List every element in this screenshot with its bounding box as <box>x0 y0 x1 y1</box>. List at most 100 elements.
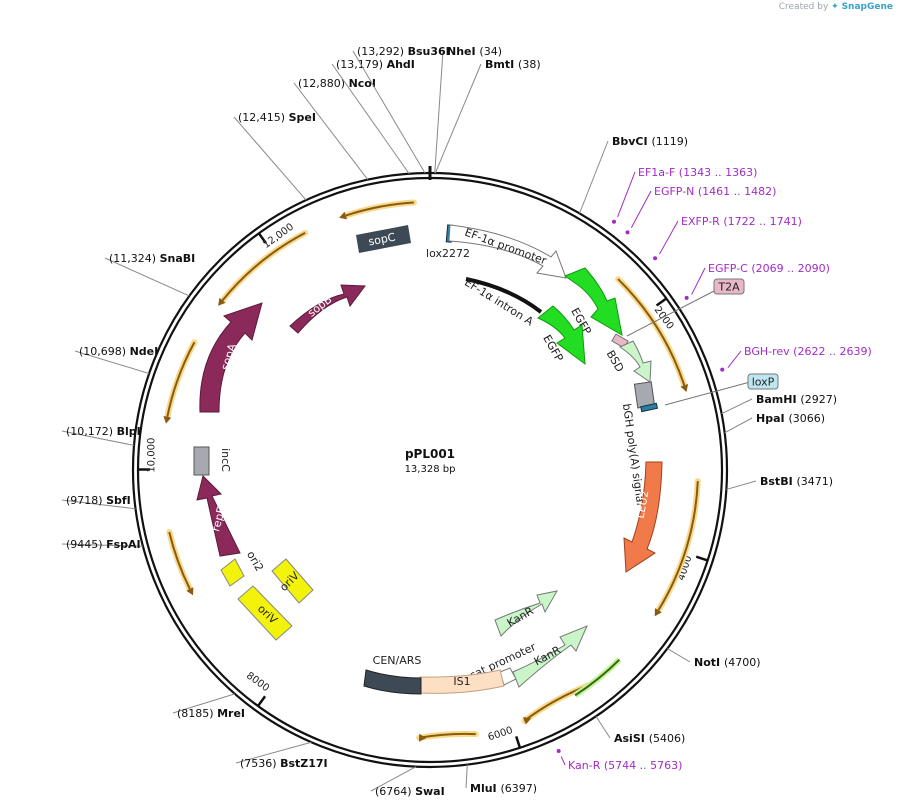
leu2-feature[interactable] <box>623 461 663 573</box>
site-leader <box>370 766 417 792</box>
bsd-feature[interactable] <box>618 340 652 383</box>
tick-mark <box>257 232 267 244</box>
orf-arc-head <box>218 297 226 306</box>
orf-arc[interactable] <box>221 231 306 301</box>
kanr-label-2: KanR <box>532 643 563 668</box>
incC-label: incC <box>219 448 232 472</box>
site-leader <box>667 648 691 663</box>
primer-label-kan-r[interactable]: Kan-R (5744 .. 5763) <box>568 759 682 772</box>
site-leader <box>235 741 312 764</box>
site-label-swai[interactable]: (6764) SwaI <box>375 785 445 798</box>
orf-arc[interactable] <box>617 278 686 386</box>
sopC-feature[interactable] <box>356 225 411 253</box>
orf-arc-glow <box>164 339 198 420</box>
site-label-bsu36i[interactable]: (13,292) Bsu36I <box>357 45 450 58</box>
site-label-ndei[interactable]: (10,698) NdeI <box>79 345 158 358</box>
site-label-snabi[interactable]: (11,324) SnaBI <box>109 252 195 265</box>
oriV-feature-1[interactable] <box>237 585 293 641</box>
orf-arc[interactable] <box>345 201 414 217</box>
primer-marker <box>556 748 561 753</box>
orf-arc[interactable] <box>657 481 699 611</box>
tick-mark <box>257 695 267 707</box>
site-leader <box>352 50 426 174</box>
primer-label-exfp-r[interactable]: EXFP-R (1722 .. 1741) <box>681 215 802 228</box>
orf-arc-glow <box>655 478 701 614</box>
orf-arc-head <box>163 415 172 424</box>
lox2272-label: lox2272 <box>426 247 470 260</box>
is1-feature[interactable] <box>419 669 505 694</box>
leu2-label: LEU2 <box>634 489 652 519</box>
ef1a-intron-feature[interactable] <box>465 277 543 314</box>
boxed-label-t2a[interactable] <box>713 278 745 295</box>
sopB-feature[interactable] <box>289 284 366 334</box>
loxp-feature[interactable] <box>640 402 659 413</box>
site-label-noti[interactable]: NotI (4700) <box>694 656 761 669</box>
ori2-feature[interactable] <box>220 558 245 587</box>
site-leader <box>434 63 482 174</box>
site-label-bstz17i[interactable]: (7536) BstZ17I <box>240 757 328 770</box>
repE-label: repE <box>209 505 228 533</box>
primer-marker <box>611 219 616 224</box>
egfp-feature-2[interactable] <box>537 305 586 366</box>
primer-leader <box>727 350 742 368</box>
orf-arc[interactable] <box>574 658 621 697</box>
primer-label-egfp-c[interactable]: EGFP-C (2069 .. 2090) <box>708 262 830 275</box>
primer-label-bgh-rev[interactable]: BGH-rev (2622 .. 2639) <box>744 345 872 358</box>
primer-label-egfp-n[interactable]: EGFP-N (1461 .. 1482) <box>654 185 776 198</box>
plasmid-name: pPL001 <box>405 447 455 461</box>
tick-mark <box>695 555 709 562</box>
site-label-bstbi[interactable]: BstBI (3471) <box>760 475 833 488</box>
site-label-mlui[interactable]: MluI (6397) <box>470 782 537 795</box>
credit-brand: SnapGene <box>841 2 893 12</box>
kanr-feature-2[interactable] <box>512 625 588 688</box>
orf-arc[interactable] <box>168 531 191 590</box>
site-label-ahdi[interactable]: (13,179) AhdI <box>336 58 415 71</box>
orf-arc-glow <box>342 199 417 219</box>
tick-mark <box>655 297 668 307</box>
orf-arc[interactable] <box>166 341 196 417</box>
oriV-feature-2[interactable] <box>271 558 314 604</box>
cen-ars-label: CEN/ARS <box>373 654 422 667</box>
site-label-ncoi[interactable]: (12,880) NcoI <box>298 77 376 90</box>
orf-arc-head <box>654 608 662 617</box>
sopB-label: sopB <box>305 293 334 320</box>
site-label-mrei[interactable]: (8185) MreI <box>177 707 245 720</box>
kanr-feature-1[interactable] <box>494 590 558 637</box>
site-label-bamhi[interactable]: BamHI (2927) <box>756 393 837 406</box>
boxed-label-loxp[interactable] <box>747 373 779 390</box>
ef1a-promoter-label: EF-1α promoter <box>463 226 549 268</box>
incC-feature[interactable] <box>193 446 210 476</box>
site-leader <box>104 257 190 297</box>
site-label-spei[interactable]: (12,415) SpeI <box>238 111 316 124</box>
tick-mark <box>515 736 522 749</box>
plasmid-length: 13,328 bp <box>405 464 456 475</box>
cen-ars-feature[interactable] <box>363 669 422 695</box>
sopC-label: sopC <box>367 230 396 248</box>
site-label-asisi[interactable]: AsiSI (5406) <box>614 732 685 745</box>
site-label-blpi[interactable]: (10,172) BlpI <box>66 425 141 438</box>
site-label-fspai[interactable]: (9445) FspAI <box>66 538 141 551</box>
site-label-hpai[interactable]: HpaI (3066) <box>756 412 825 425</box>
site-leader <box>233 116 307 201</box>
site-label-nhei[interactable]: NheI (34) <box>447 45 502 58</box>
site-label-sbfi[interactable]: (9718) SbfI <box>66 494 131 507</box>
site-label-bmti[interactable]: BmtI (38) <box>485 58 541 71</box>
repE-feature[interactable] <box>196 475 241 557</box>
site-leader <box>61 499 136 510</box>
primer-leader <box>617 171 636 218</box>
primer-label-ef1a-f[interactable]: EF1a-F (1343 .. 1363) <box>638 166 757 179</box>
primer-leader <box>659 220 679 255</box>
boxed-label-text: T2A <box>717 281 740 294</box>
site-leader <box>331 63 410 175</box>
site-leader <box>726 480 757 490</box>
primer-leader <box>691 267 706 295</box>
sopA-feature[interactable] <box>199 302 263 413</box>
site-label-bbvci[interactable]: BbvCI (1119) <box>612 135 688 148</box>
ef1a-promoter-feature[interactable] <box>448 224 567 279</box>
site-leader <box>61 430 135 446</box>
site-leader <box>595 716 611 739</box>
site-leader <box>61 543 143 547</box>
egfp-feature-1[interactable] <box>563 267 623 336</box>
boxed-label-text: loxP <box>752 376 775 389</box>
site-leader <box>434 50 444 174</box>
